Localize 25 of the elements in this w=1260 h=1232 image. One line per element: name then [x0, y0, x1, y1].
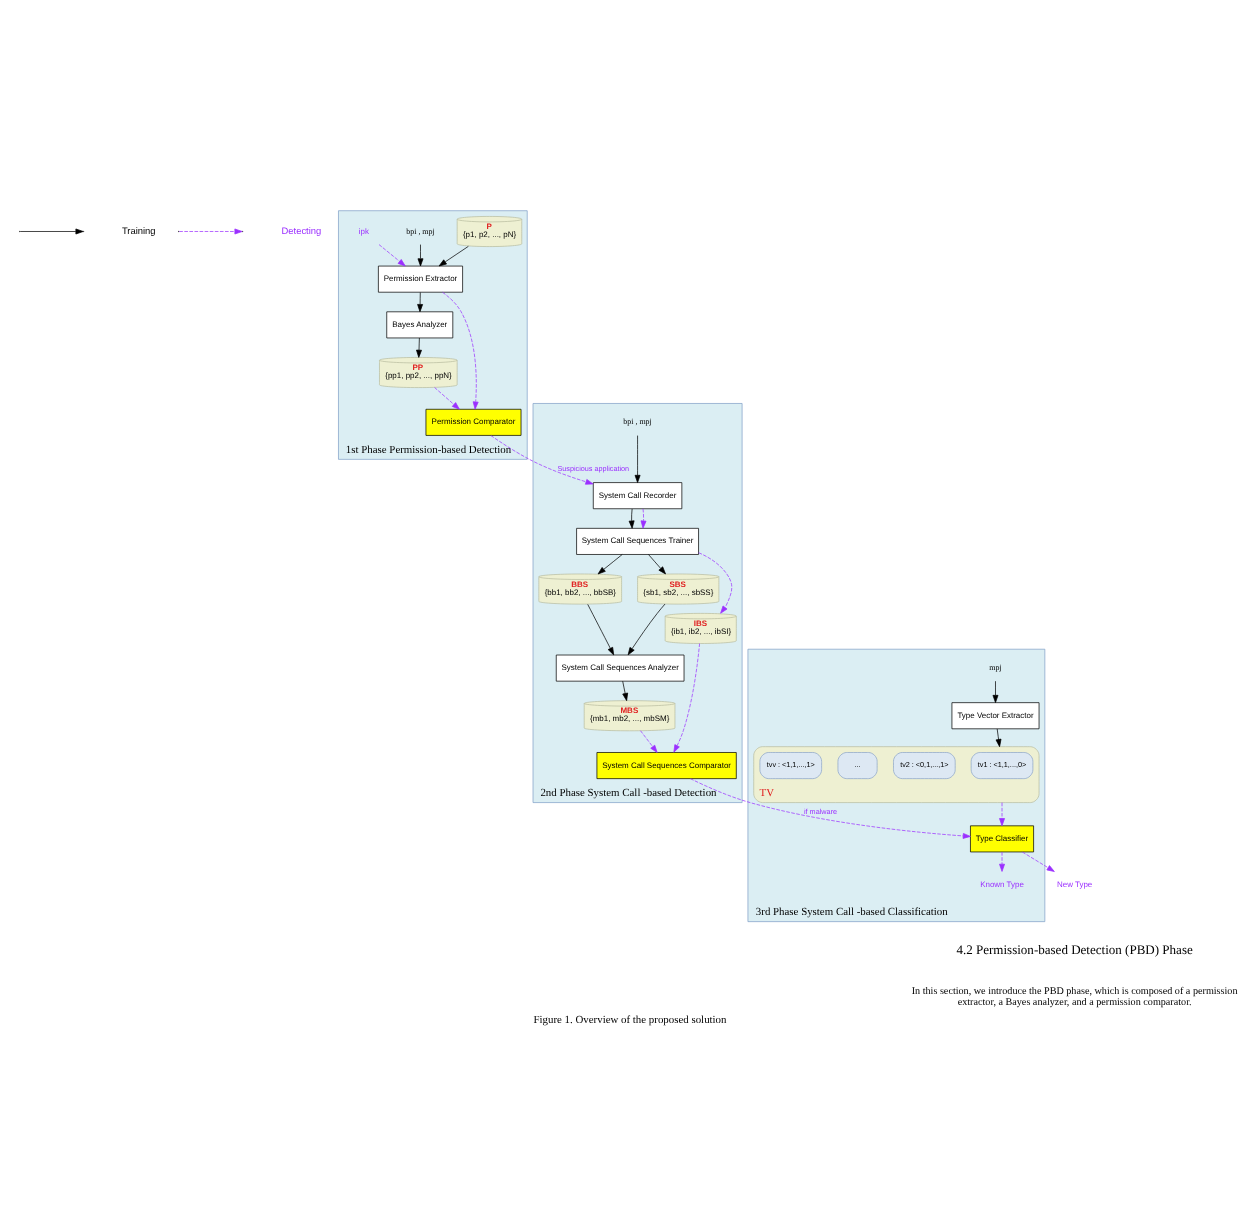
arrow: [442, 290, 479, 409]
arrow: [587, 603, 615, 655]
arrow: [690, 777, 971, 838]
arrow: [634, 434, 641, 482]
arrow: [999, 801, 1005, 826]
arrow: [438, 244, 469, 266]
arrow: [999, 850, 1005, 871]
arrow: [698, 551, 733, 613]
arrow: [378, 243, 406, 266]
arrow: [648, 553, 666, 574]
arrow: [640, 729, 658, 752]
arrow: [417, 243, 424, 266]
arrow: [640, 507, 647, 528]
arrow: [434, 386, 460, 409]
arrow: [628, 507, 635, 528]
arrow: [992, 679, 999, 702]
arrow: [1022, 850, 1055, 871]
arrow: [417, 291, 423, 312]
arrow: [995, 727, 1002, 747]
arrow: [627, 602, 666, 655]
arrow: [416, 336, 422, 357]
arrow: [490, 434, 594, 484]
arrow: [597, 553, 623, 574]
arrow: [673, 642, 700, 752]
arrow: [622, 679, 629, 700]
